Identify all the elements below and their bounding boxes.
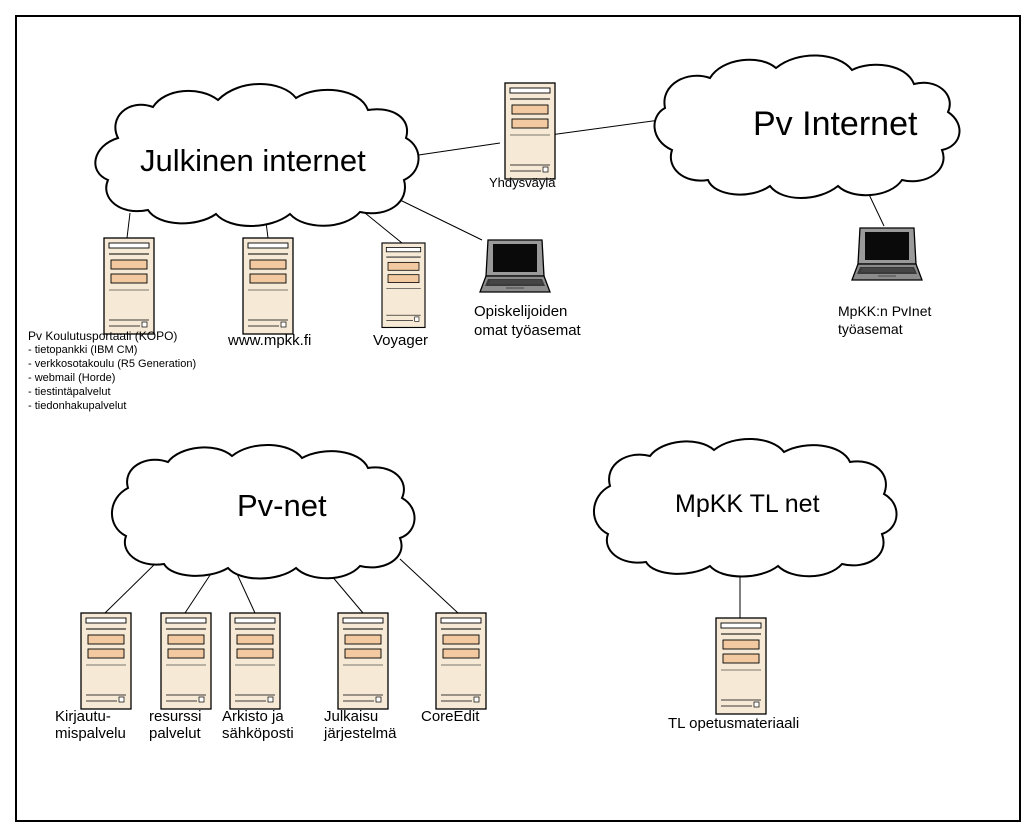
student-laptops-label: Opiskelijoiden omat työasemat (474, 302, 581, 340)
kopo-server-icon (103, 237, 155, 335)
cloud-label-julkinen-internet: Julkinen internet (140, 143, 366, 178)
pvnet-node-label: CoreEdit (421, 708, 479, 725)
mpkk-fi-server-icon (242, 237, 294, 335)
voyager-label: Voyager (373, 332, 429, 349)
kopo-description: Pv Koulutusportaali (KOPO) - tietopankki… (28, 329, 196, 413)
pvnet-node-label-line1: CoreEdit (421, 708, 480, 725)
coreedit-server-icon (435, 612, 487, 710)
gateway-server-icon (504, 82, 556, 180)
kopo-title: Pv Koulutusportaali (KOPO) (28, 329, 178, 343)
pvnet-node-label-line1: Arkisto ja (222, 708, 284, 725)
student-laptops-label-line1: Opiskelijoiden (474, 303, 568, 320)
kopo-service-item: - tiestintäpalvelut (28, 386, 111, 398)
tl-material-server-icon (715, 617, 767, 715)
mpkk-pvinet-laptops-label: MpKK:n PvInet työasemat (838, 302, 931, 338)
cloud-label-pv-net: Pv-net (237, 488, 327, 523)
pvnet-node-label-line2: sähköposti (222, 725, 294, 742)
tl-material-label: TL opetusmateriaali (668, 715, 800, 732)
kopo-service-item: - verkkosotakoulu (R5 Generation) (28, 358, 197, 370)
pvnet-node-label: Kirjautu- mispalvelu (55, 708, 126, 742)
pvnet-node-label-line2: palvelut (149, 725, 201, 742)
gateway-label: Yhdysväylä (489, 175, 556, 190)
pvnet-node-label-line1: Julkaisu (324, 708, 379, 725)
pvnet-node-label: resurssi palvelut (149, 708, 202, 742)
cloud-label-pv-internet: Pv Internet (753, 105, 918, 143)
pvnet-node-label: Arkisto ja sähköposti (222, 708, 294, 742)
diagram-frame (15, 15, 1021, 822)
archive-mail-server-icon (229, 612, 281, 710)
mpkk-pvinet-laptops-label-line1: MpKK:n PvInet (838, 303, 932, 319)
pvnet-node-label-line1: Kirjautu- (55, 708, 111, 725)
cloud-julkinen-internet (94, 83, 420, 227)
cloud-mpkk-tl-net (593, 438, 898, 578)
login-server-icon (80, 612, 132, 710)
mpkk-pvinet-laptops-label-line2: työasemat (838, 321, 903, 337)
pvnet-node-label-line2: mispalvelu (55, 725, 126, 742)
mpkk-pvinet-laptop-icon (851, 227, 923, 281)
cloud-pv-net (111, 444, 416, 580)
pvnet-node-label-line2: järjestelmä (324, 725, 397, 742)
publishing-server-icon (337, 612, 389, 710)
student-laptops-label-line2: omat työasemat (474, 322, 581, 339)
cloud-label-mpkk-tl-net: MpKK TL net (675, 490, 820, 518)
kopo-service-item: - tiedonhakupalvelut (28, 400, 127, 412)
cloud-pv-internet (653, 54, 961, 199)
kopo-service-item: - tietopankki (IBM CM) (28, 344, 138, 356)
voyager-server-icon (381, 242, 426, 329)
mpkk-fi-label: www.mpkk.fi (228, 332, 312, 349)
resource-server-icon (160, 612, 212, 710)
student-laptop-icon (479, 239, 551, 293)
kopo-service-item: - webmail (Horde) (28, 372, 116, 384)
pvnet-node-label-line1: resurssi (149, 708, 202, 725)
pvnet-node-label: Julkaisu järjestelmä (324, 708, 397, 742)
